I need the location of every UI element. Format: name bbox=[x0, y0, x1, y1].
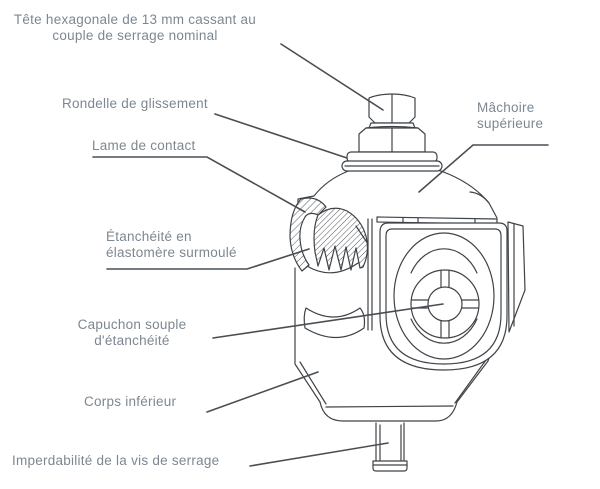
label-end-cap: Capuchon souple d'étanchéité bbox=[77, 317, 187, 349]
label-captive-screw: Imperdabilité de la vis de serrage bbox=[12, 453, 220, 468]
label-washer: Rondelle de glissement bbox=[62, 96, 208, 111]
captive-screw-tail bbox=[372, 422, 408, 472]
leader-lines bbox=[92, 43, 549, 467]
leader-end-cap bbox=[212, 303, 444, 339]
cap-center bbox=[427, 286, 463, 322]
hinge-edge bbox=[355, 218, 373, 331]
lower-jaw-groove bbox=[303, 307, 366, 338]
leader-washer bbox=[214, 113, 348, 159]
leader-upper-jaw bbox=[418, 144, 549, 193]
contact-blade-section bbox=[313, 207, 369, 271]
leader-elastomer-seal bbox=[106, 248, 310, 270]
leader-lower-body bbox=[206, 371, 319, 413]
cable-seat-curve bbox=[306, 262, 359, 274]
label-lower-body: Corps inférieur bbox=[84, 394, 177, 409]
cap-back-flap bbox=[507, 221, 526, 333]
leader-hex-head bbox=[280, 43, 384, 111]
label-hex-head: Tête hexagonale de 13 mm cassant au coup… bbox=[13, 12, 257, 44]
slip-washer bbox=[341, 151, 443, 172]
label-upper-jaw: Mâchoire supérieure bbox=[477, 100, 544, 132]
leader-contact-blade bbox=[92, 156, 306, 213]
leader-captive-screw bbox=[249, 442, 389, 467]
label-elastomer-seal: Étanchéité en élastomère surmoulé bbox=[106, 229, 237, 261]
sealing-cap-face bbox=[379, 222, 508, 371]
label-contact-blade: Lame de contact bbox=[92, 138, 196, 153]
hex-bolt-stack bbox=[341, 93, 443, 172]
